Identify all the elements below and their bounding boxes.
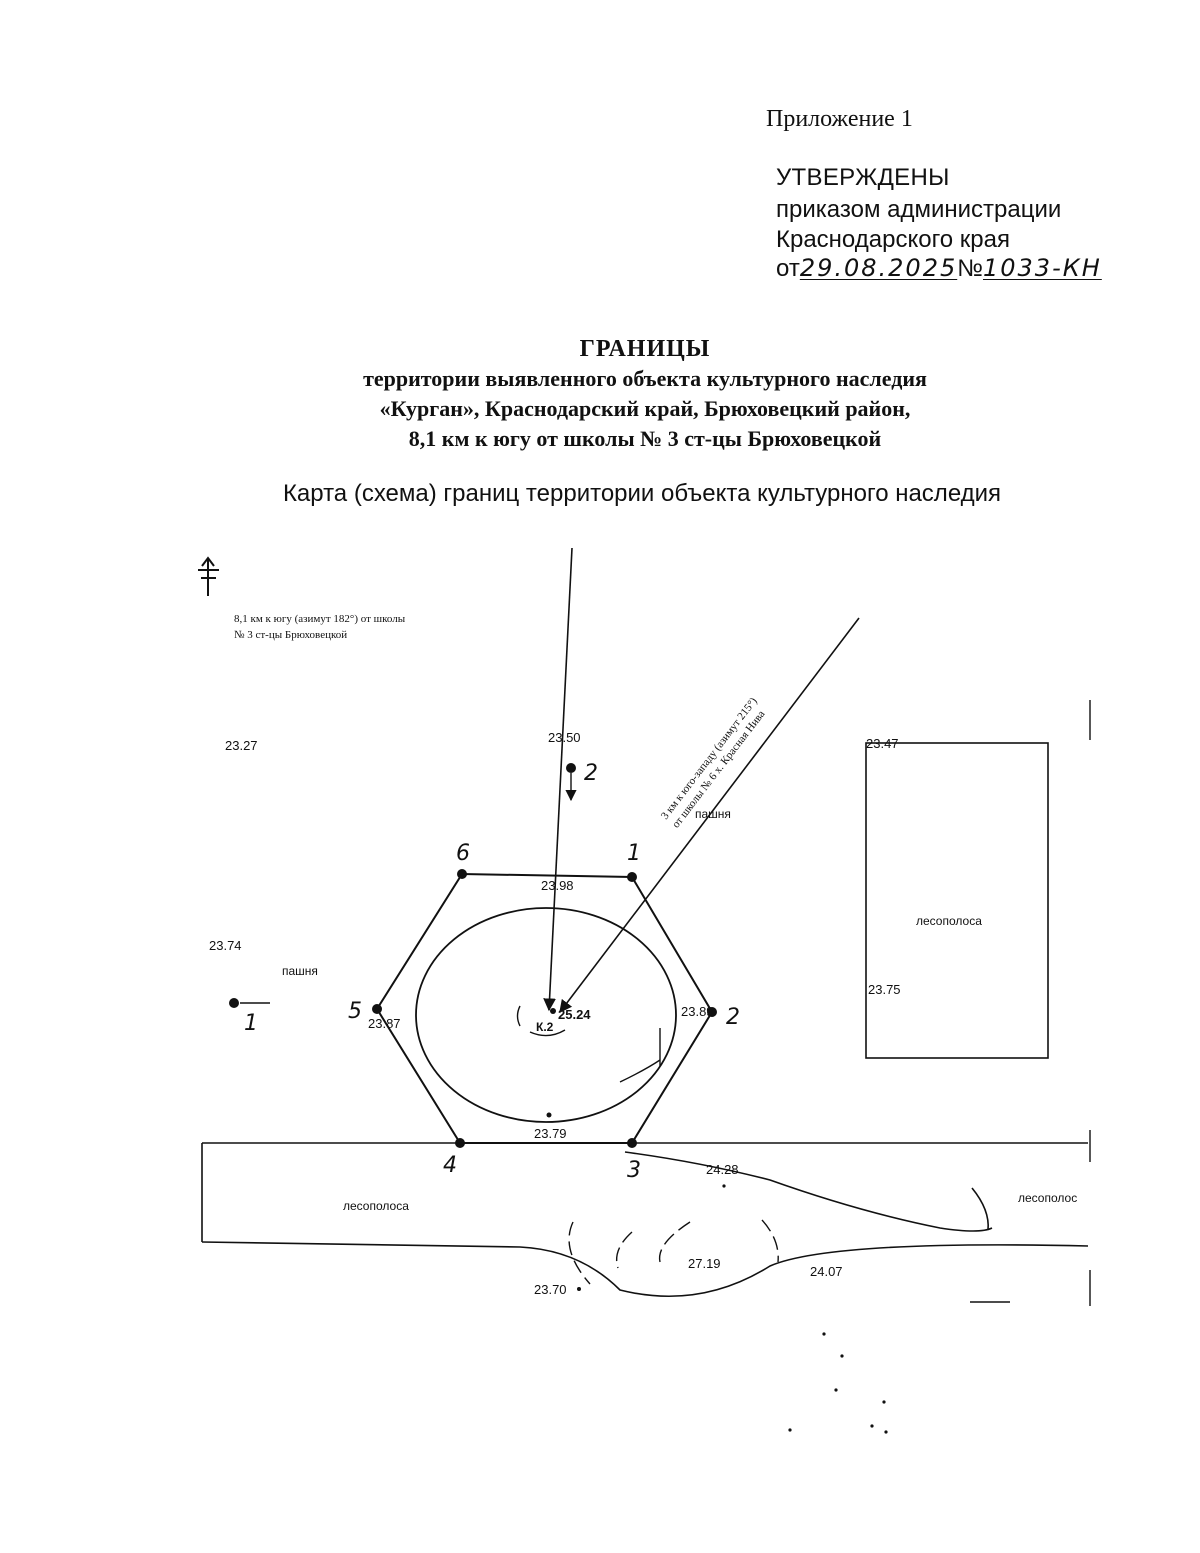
elevation-mark: 23.98	[541, 878, 574, 893]
elevation-mark: 23.74	[209, 938, 242, 953]
area-label-field-2: пашня	[282, 964, 318, 978]
vertex-label-6: 6	[456, 841, 470, 866]
direction-line-school-3	[543, 547, 573, 1012]
elevation-mark: 23.89	[681, 1004, 714, 1019]
page-title: ГРАНИЦЫ	[579, 336, 711, 362]
elevation-mark: 23.50	[548, 730, 581, 745]
vertex-label-5: 5	[348, 999, 362, 1024]
survey-dots	[722, 1184, 888, 1434]
vertex-label-2: 2	[726, 1005, 740, 1030]
elevation-mark: 24.07	[810, 1264, 843, 1279]
elevation-mark: 23.47	[866, 736, 899, 751]
forest-belt-rect	[865, 742, 1049, 1059]
area-label-forest-belt-1: лесополоса	[916, 914, 982, 928]
mound-centre-marker	[516, 1005, 566, 1037]
title-line-2: «Курган», Краснодарский край, Брюховецки…	[379, 396, 911, 421]
title-line-3: 8,1 км к югу от школы № 3 ст-цы Брюховец…	[408, 426, 882, 451]
date-prefix: от	[776, 255, 800, 282]
relief-contours	[568, 1219, 779, 1285]
vertex-dot-5	[372, 1004, 382, 1014]
elevation-mark: 25.24	[558, 1007, 591, 1022]
boundary-vertices	[372, 869, 717, 1148]
order-line-2: Краснодарского края	[776, 226, 1010, 253]
vertex-label-4: 4	[443, 1153, 457, 1178]
ref-point-2-marker	[565, 763, 577, 802]
mound-slope-marks	[619, 1028, 661, 1083]
approved-label: УТВЕРЖДЕНЫ	[776, 164, 950, 191]
area-label-forest-belt-3: лесополос	[1018, 1191, 1077, 1205]
direction-line-school-6	[559, 617, 860, 1014]
elevation-mark: 23.75	[868, 982, 901, 997]
map-subtitle: Карта (схема) границ территории объекта …	[282, 480, 1002, 507]
area-label-field-1: пашня	[695, 807, 731, 821]
number-prefix: №	[957, 255, 983, 282]
elevation-mark: 24.28	[706, 1162, 739, 1177]
ref-point-1-marker	[229, 998, 270, 1008]
order-date-number: от29.08.2025№1033-КН	[776, 254, 1102, 283]
area-label-forest-belt-2: лесополоса	[343, 1199, 409, 1213]
territory-boundary-polygon	[375, 872, 714, 1144]
title-line-1: территории выявленного объекта культурно…	[363, 366, 927, 391]
mound-contour	[415, 907, 677, 1123]
elevation-mark: 23.27	[225, 738, 258, 753]
vertex-label-1: 1	[627, 841, 641, 866]
elevation-mark: 27.19	[688, 1256, 721, 1271]
appendix-label: Приложение 1	[766, 106, 913, 132]
caption-school-3-line-2: № 3 ст-цы Брюховецкой	[234, 629, 347, 641]
north-arrow-icon	[198, 556, 219, 596]
vertex-dot-1	[627, 872, 637, 882]
date-handwritten: 29.08.2025	[799, 254, 958, 282]
vertex-dot-6	[457, 869, 467, 879]
vertex-label-3: 3	[627, 1158, 641, 1183]
order-line-1: приказом администрации	[776, 196, 1062, 223]
elevation-mark: 23.87	[368, 1016, 401, 1031]
ref-point-label-2: 2	[584, 761, 598, 786]
ref-point-label-1: 1	[244, 1011, 258, 1036]
elevation-mark: 23.70	[534, 1282, 567, 1297]
elevation-dots	[546, 1008, 581, 1291]
mound-label: К.2	[536, 1020, 554, 1034]
forest-belt-strip	[201, 1142, 1089, 1298]
edge-ticks	[970, 700, 1091, 1306]
vertex-dot-2	[707, 1007, 717, 1017]
elevation-mark: 23.79	[534, 1126, 567, 1141]
caption-school-3-line-1: 8,1 км к югу (азимут 182°) от школы	[234, 613, 406, 625]
caption-school-6-line-1: 3 км к юго-западу (азимут 215°)	[659, 695, 760, 822]
number-handwritten: 1033-КН	[982, 254, 1102, 282]
